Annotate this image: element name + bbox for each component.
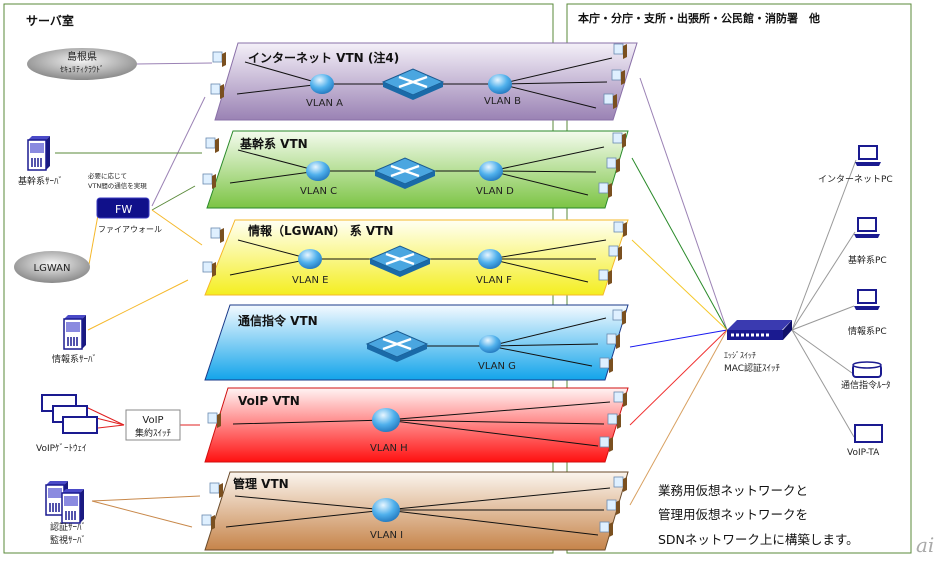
svg-text:集約ｽｲｯﾁ: 集約ｽｲｯﾁ — [135, 427, 172, 439]
vlan-label: VLAN B — [484, 96, 521, 107]
vlan-label: VLAN F — [476, 275, 512, 286]
joho-server-label: 情報系ｻｰﾊﾞ — [52, 353, 97, 365]
vlan-icon — [479, 161, 503, 181]
caption-line: SDNネットワーク上に構築します。 — [658, 532, 859, 547]
caption-line: 業務用仮想ネットワークと — [658, 483, 808, 498]
vtn-title: インターネット VTN (注4) — [248, 50, 399, 65]
vlan-label: VLAN D — [476, 186, 514, 197]
svg-text:島根県: 島根県 — [67, 50, 97, 63]
vlan-icon — [298, 249, 322, 269]
fw-note: 必要に応じて — [88, 171, 127, 180]
auth-server-label: 認証ｻｰﾊﾞ — [50, 521, 86, 533]
endpoint-label: 通信指令ﾙｰﾀ — [841, 379, 891, 391]
vlan-icon — [306, 161, 330, 181]
endpoint-label: 情報系PC — [848, 325, 887, 337]
vtn-joho: 情報（LGWAN） 系 VTN VLAN E VLAN F — [202, 219, 629, 296]
caption-line: 管理用仮想ネットワークを — [658, 507, 808, 522]
voip-gateway-label: VoIPｹﾞｰﾄｳｪｲ — [36, 443, 87, 454]
edge-switch-icon — [727, 320, 792, 340]
vlan-label: VLAN G — [478, 361, 516, 372]
lgwan-cloud: LGWAN — [14, 251, 90, 283]
vlan-icon — [310, 74, 334, 94]
vlan-icon — [479, 335, 501, 353]
left-links — [55, 62, 213, 528]
vtn-kikan: 基幹系 VTN VLAN C VLAN D — [202, 130, 629, 209]
voip-aggregation-switch: VoIP 集約ｽｲｯﾁ — [125, 409, 181, 441]
branch-panel — [566, 3, 912, 554]
monitor-server-label: 監視ｻｰﾊﾞ — [50, 534, 86, 546]
vlan-icon — [488, 74, 512, 94]
svg-text:LGWAN: LGWAN — [34, 263, 71, 274]
vtn-internet: インターネット VTN (注4) VLAN A VLAN B — [210, 42, 638, 121]
firewall-label: ファイアウォール — [98, 225, 162, 234]
vlan-label: VLAN H — [370, 443, 408, 454]
kikan-server-icon — [27, 135, 51, 171]
branch-panel-title: 本庁・分庁・支所・出張所・公民館・消防署 他 — [578, 11, 820, 25]
vtn-title: 通信指令 VTN — [238, 313, 318, 328]
kikan-pc-icon — [853, 217, 881, 239]
monitor-server-icon — [61, 488, 85, 524]
vtn-title: VoIP VTN — [238, 394, 300, 408]
vlan-icon — [372, 498, 400, 522]
server-room-title: サーバ室 — [26, 13, 74, 28]
edge-switch-label: MAC認証ｽｲｯﾁ — [724, 362, 781, 374]
endpoint-label: インターネットPC — [818, 174, 893, 185]
edge-links — [629, 77, 857, 506]
vtn-title: 基幹系 VTN — [239, 136, 308, 151]
fw-note: VTN間の通信を実現 — [88, 181, 147, 190]
internet-pc-icon — [854, 145, 882, 167]
voip-ta-icon — [854, 424, 883, 443]
vlan-icon — [372, 408, 400, 432]
voip-gateway-icon — [41, 394, 98, 434]
endpoint-label: 基幹系PC — [848, 254, 887, 266]
endpoint-label: VoIP-TA — [847, 448, 880, 458]
shimane-cloud: 島根県 ｾｷｭﾘﾃｨｸﾗｳﾄﾞ — [27, 48, 137, 80]
joho-pc-icon — [853, 289, 881, 311]
kikan-server-label: 基幹系ｻｰﾊﾞ — [18, 175, 63, 187]
vlan-label: VLAN E — [292, 275, 328, 286]
vtn-title: 管理 VTN — [233, 476, 289, 491]
vtn-title: 情報（LGWAN） 系 VTN — [248, 223, 393, 238]
svg-text:ｾｷｭﾘﾃｨｸﾗｳﾄﾞ: ｾｷｭﾘﾃｨｸﾗｳﾄﾞ — [60, 65, 104, 74]
svg-text:VoIP: VoIP — [142, 415, 163, 426]
vlan-label: VLAN C — [300, 186, 337, 197]
vlan-icon — [478, 249, 502, 269]
vlan-label: VLAN I — [370, 530, 403, 541]
joho-server-icon — [63, 314, 87, 350]
svg-text:FW: FW — [115, 203, 132, 216]
watermark-logo: ai — [916, 533, 934, 557]
vtn-tsushin: 通信指令 VTN VLAN G — [204, 304, 629, 381]
vlan-label: VLAN A — [306, 98, 343, 109]
edge-switch-label: ｴｯｼﾞｽｲｯﾁ — [724, 351, 756, 360]
vtn-kanri: 管理 VTN VLAN I — [201, 471, 629, 551]
router-icon — [852, 361, 882, 378]
firewall-icon: FW — [96, 197, 150, 219]
vtn-voip: VoIP VTN VLAN H — [204, 387, 629, 463]
